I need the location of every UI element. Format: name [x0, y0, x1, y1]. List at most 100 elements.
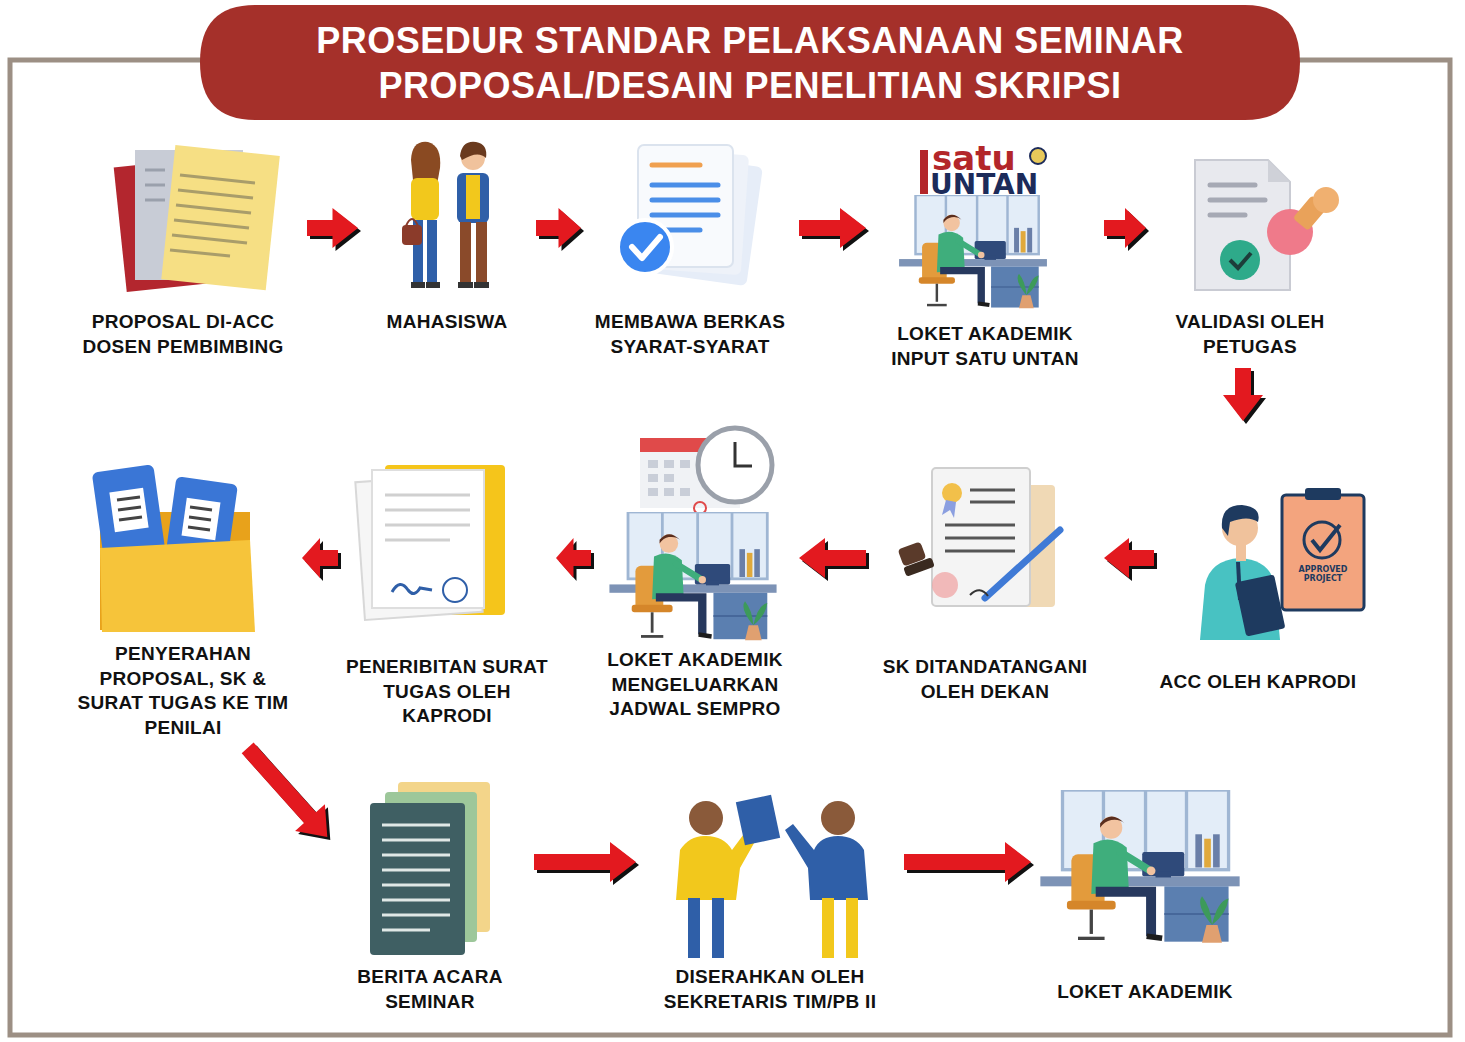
certificate-icon — [970, 590, 988, 596]
flow-arrow — [536, 208, 584, 251]
folder-icon — [100, 540, 255, 632]
icon-text: APPROVED PROJECT — [1292, 566, 1354, 584]
report-icon — [382, 854, 450, 857]
certificate-icon — [985, 530, 1060, 598]
report-icon — [382, 899, 450, 902]
schedule-icon — [648, 474, 658, 482]
step-label: BERITA ACARA SEMINAR — [330, 965, 530, 1014]
report-icon — [382, 839, 450, 842]
kaprodi-icon — [1222, 505, 1259, 536]
process-step: ACC OLEH KAPRODI — [1158, 425, 1358, 699]
title-banner — [200, 5, 1300, 120]
documents-icon — [652, 183, 718, 188]
flow-arrow — [242, 743, 331, 840]
folder-icon — [109, 488, 220, 540]
letter-icon — [355, 465, 505, 620]
students-icon — [411, 178, 439, 220]
validation-icon — [1210, 198, 1265, 203]
process-step: LOKET AKADEMIK MENGELUARKAN JADWAL SEMPR… — [595, 425, 795, 727]
students-icon — [427, 220, 437, 282]
loket-icon — [899, 195, 1047, 308]
handover-icon — [822, 898, 834, 958]
flow-arrow — [534, 842, 639, 885]
letter-icon — [385, 495, 470, 540]
documents-icon — [632, 237, 660, 258]
papers-icon — [176, 205, 251, 213]
step-label: PROPOSAL DI-ACC DOSEN PEMBIMBING — [63, 310, 303, 359]
report-icon — [382, 824, 450, 827]
letter-icon — [385, 524, 470, 527]
schedule-icon — [680, 460, 690, 468]
title-banner — [200, 5, 1300, 120]
papers-icon — [170, 250, 230, 256]
report-icon — [382, 929, 430, 932]
step-label: SK DITANDATANGANI OLEH DEKAN — [870, 655, 1100, 704]
icon-text: UNTAN — [930, 170, 1038, 201]
students-icon — [406, 219, 418, 226]
step-label: PENERIBITAN SURAT TUGAS OLEH KAPRODI — [342, 655, 552, 729]
folder-icon — [119, 517, 142, 520]
kaprodi-icon — [1282, 495, 1364, 610]
process-step: BERITA ACARA SEMINAR — [330, 775, 530, 1019]
documents-icon — [652, 198, 718, 203]
kaprodi-icon — [1312, 525, 1340, 550]
loket-icon — [899, 148, 1047, 308]
certificate-icon — [942, 483, 962, 503]
handover-icon — [688, 898, 700, 958]
kaprodi-icon — [1305, 488, 1341, 500]
documents-icon — [652, 213, 718, 218]
process-step: PENYERAHAN PROPOSAL, SK & SURAT TUGAS KE… — [68, 425, 298, 745]
kaprodi-icon — [1235, 574, 1286, 636]
step-label: LOKET AKADEMIK INPUT SATU UNTAN — [870, 322, 1100, 371]
arrow-body — [799, 208, 866, 248]
process-step: MAHASISWA — [362, 140, 532, 339]
flow-arrow — [904, 842, 1034, 885]
folder-icon — [188, 527, 210, 530]
students-icon — [474, 282, 489, 288]
process-step: SK DITANDATANGANI OLEH DEKAN — [870, 425, 1100, 709]
certificate-icon — [970, 489, 1015, 492]
flow-arrow — [799, 208, 869, 251]
papers-icon — [145, 184, 165, 187]
handover-icon — [676, 795, 868, 958]
validation-icon — [1268, 160, 1290, 182]
kaprodi-icon — [1200, 488, 1364, 640]
step-label: VALIDASI OLEH PETUGAS — [1150, 310, 1350, 359]
folder-icon — [92, 464, 255, 632]
step-label: ACC OLEH KAPRODI — [1158, 670, 1358, 695]
schedule-icon — [648, 460, 690, 496]
folder-icon — [117, 497, 212, 530]
schedule-icon — [648, 488, 658, 496]
report-icon — [382, 869, 450, 872]
desk-icon — [1040, 790, 1239, 943]
handover-icon — [846, 898, 858, 958]
students-icon — [402, 225, 422, 245]
desk-icon — [1040, 790, 1239, 943]
documents-icon — [618, 145, 763, 286]
schedule-icon — [648, 460, 658, 468]
students-icon — [460, 142, 486, 160]
folder-icon — [189, 517, 211, 520]
report-icon — [370, 803, 465, 955]
validation-icon — [1210, 213, 1245, 218]
papers-icon — [161, 145, 280, 290]
validation-icon — [1220, 240, 1260, 280]
loket-icon — [920, 150, 928, 194]
validation-icon — [1230, 253, 1251, 268]
folder-icon — [182, 498, 221, 540]
documents-icon — [652, 163, 700, 168]
letter-icon — [372, 470, 484, 608]
students-icon — [402, 142, 489, 288]
students-icon — [426, 282, 440, 288]
students-icon — [476, 222, 487, 282]
handover-icon — [689, 801, 723, 835]
papers-icon — [114, 145, 280, 292]
papers-icon — [178, 190, 253, 198]
papers-icon — [172, 235, 247, 243]
schedule-icon — [609, 512, 776, 640]
flow-arrow — [799, 538, 869, 581]
validation-icon — [1210, 185, 1265, 215]
step-label: PENYERAHAN PROPOSAL, SK & SURAT TUGAS KE… — [68, 642, 298, 741]
validation-icon — [1195, 160, 1339, 290]
